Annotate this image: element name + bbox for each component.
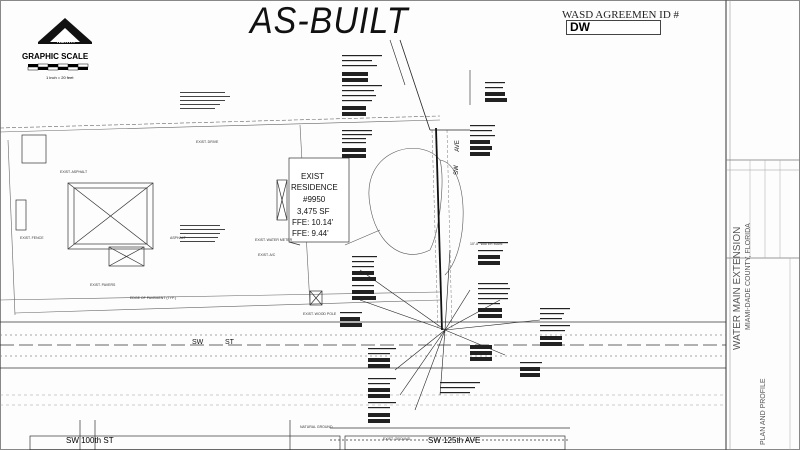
left-house: [15, 134, 154, 267]
note-exist-pavers: EXIST. PAVERS: [90, 283, 116, 287]
note-natural-ground: NATURAL GROUND: [300, 425, 333, 429]
profile-view: [29, 420, 570, 450]
sheet-name: PLAN AND PROFILE: [760, 378, 767, 445]
residence-line2: RESIDENCE: [291, 183, 338, 192]
north-label: NORTH: [57, 39, 75, 45]
property-lines: [0, 115, 441, 316]
scale-bar: [27, 63, 89, 71]
water-main: [399, 39, 470, 331]
note-water-main: 10"-8" WATER MAIN: [470, 242, 503, 246]
street-sw-125th: SW 125th AVE: [428, 436, 481, 445]
street-sw-prefix: SW: [192, 339, 204, 346]
street-ave-prefix: SW: [453, 165, 460, 175]
note-exist-drive: EXIST. DRIVE: [196, 140, 219, 144]
street-ave-suffix: AVE: [454, 140, 461, 152]
wasd-agreement-label: WASD AGREEMEN ID #: [562, 9, 680, 21]
note-exist-ground: EXIST. GROUND: [383, 437, 411, 441]
project-location: MIAMI-DADE COUNTY, FLORIDA: [745, 223, 752, 330]
street-sw-100th: SW 100th ST: [66, 436, 114, 445]
graphic-scale-sub: 1 inch = 20 feet: [46, 75, 74, 80]
residence-ffe1: FFE: 10.14': [292, 218, 334, 227]
residence-ffe2: FFE: 9.44': [292, 229, 329, 238]
wasd-agreement-field[interactable]: DW: [566, 20, 661, 35]
callout-leaders: [359, 39, 541, 411]
graphic-scale-label: GRAPHIC SCALE: [22, 52, 89, 61]
existing-residence: [276, 157, 350, 306]
note-wood-pole: EXIST. WOOD POLE: [303, 312, 337, 316]
note-edge-pavement: EDGE OF PAVEMENT (TYP.): [130, 296, 177, 300]
note-exist-fence: EXIST. FENCE: [20, 236, 44, 240]
residence-area: 3,475 SF: [297, 207, 330, 216]
street-st-suffix: ST: [225, 339, 234, 346]
residence-number: #9950: [303, 195, 326, 204]
note-exist-asphalt: EXIST. ASPHALT: [60, 170, 88, 174]
note-asphalt: ASPHALT: [170, 236, 186, 240]
note-exist-ac: EXIST. A/C: [258, 253, 276, 257]
driveway: [344, 147, 464, 276]
residence-line1: EXIST: [301, 172, 325, 181]
road-sw-st: [0, 321, 726, 369]
project-title: WATER MAIN EXTENSION: [732, 226, 743, 350]
callout-blocks: [340, 55, 570, 423]
lot-annotations: [180, 92, 230, 242]
page-title: AS-BUILT: [250, 0, 409, 42]
note-water-meter: EXIST. WATER METER: [255, 238, 293, 242]
